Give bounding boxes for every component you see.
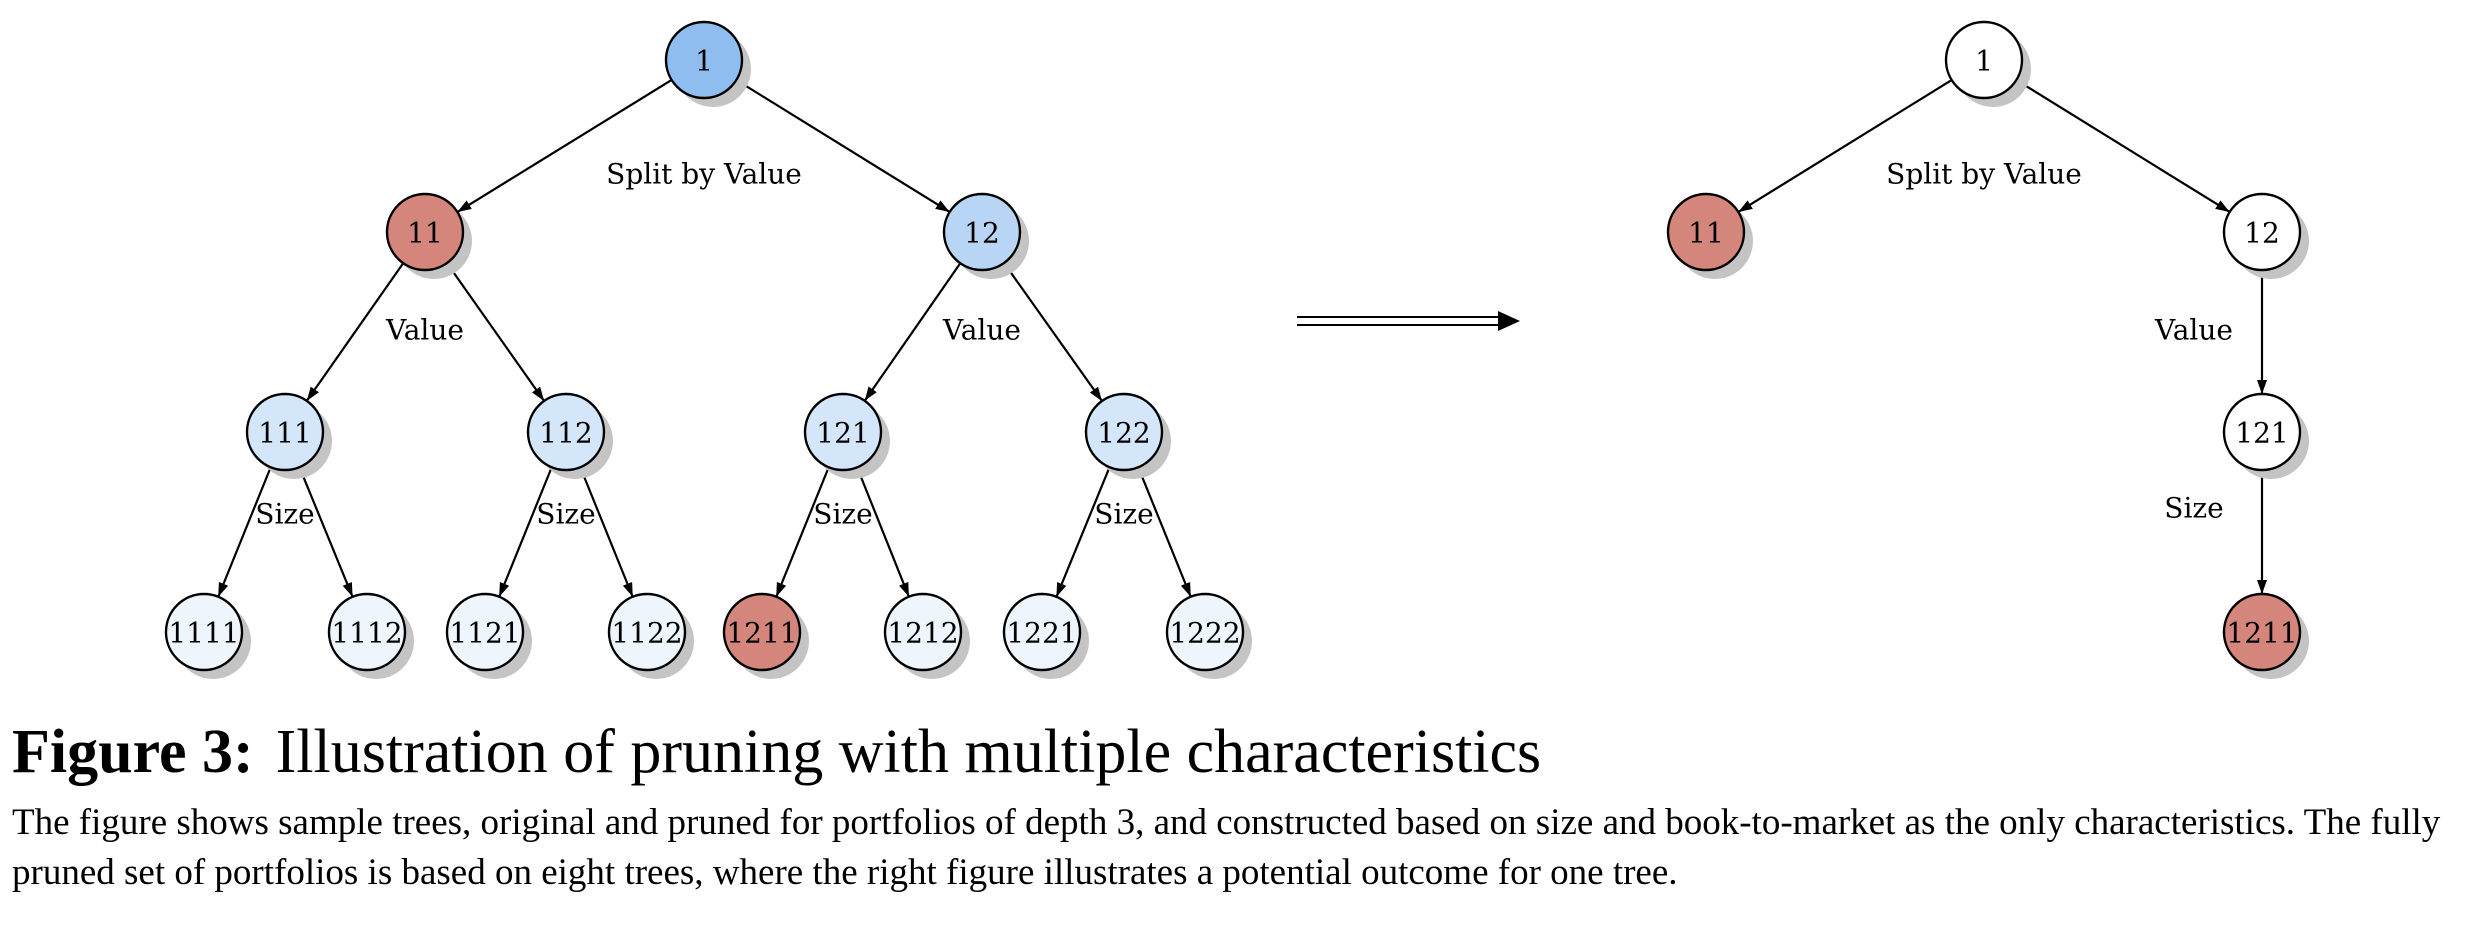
node-label: 1222 bbox=[1169, 617, 1240, 650]
node-label: 1122 bbox=[611, 617, 682, 650]
edge-label-pruned-split-root: Split by Value bbox=[1886, 158, 2082, 191]
node-label: 1 bbox=[1975, 45, 1993, 78]
edge-original-12-122 bbox=[1003, 263, 1103, 402]
node-label: 121 bbox=[2235, 417, 2288, 450]
edge-original-111-1112 bbox=[298, 467, 354, 597]
node-original-12: 12 bbox=[942, 192, 1029, 279]
prune-arrow bbox=[1297, 311, 1520, 331]
edge-label-original-size-121: Size bbox=[813, 498, 872, 531]
node-label: 12 bbox=[2244, 217, 2280, 250]
node-original-1222: 1222 bbox=[1165, 592, 1252, 679]
node-label: 1112 bbox=[331, 617, 402, 650]
caption-title: Illustration of pruning with multiple ch… bbox=[275, 718, 1542, 786]
node-pruned-1211: 1211 bbox=[2222, 592, 2309, 679]
caption-label: Figure 3: bbox=[12, 718, 254, 786]
edge-original-1-12 bbox=[736, 79, 950, 213]
edge-label-original-size-122: Size bbox=[1094, 498, 1153, 531]
node-original-1112: 1112 bbox=[327, 592, 414, 679]
node-pruned-12: 12 bbox=[2222, 192, 2309, 279]
edge-pruned-1-12 bbox=[2016, 79, 2230, 213]
edge-label-original-split-root: Split by Value bbox=[606, 158, 802, 191]
node-label: 122 bbox=[1097, 417, 1150, 450]
edge-label-original-size-112: Size bbox=[536, 498, 595, 531]
node-original-1121: 1121 bbox=[445, 592, 532, 679]
edge-original-11-112 bbox=[446, 263, 545, 401]
edge-original-121-1212 bbox=[856, 467, 910, 597]
edge-pruned-1-11 bbox=[1738, 79, 1952, 213]
edge-original-1-11 bbox=[457, 79, 672, 213]
node-original-1111: 1111 bbox=[164, 592, 251, 679]
edge-label-pruned-value-12: Value bbox=[2154, 314, 2233, 347]
node-original-1: 1 bbox=[664, 20, 751, 107]
node-label: 1212 bbox=[887, 617, 958, 650]
edge-original-122-1221 bbox=[1055, 467, 1111, 597]
node-label: 1111 bbox=[168, 617, 239, 650]
node-original-1122: 1122 bbox=[607, 592, 694, 679]
node-original-1211: 1211 bbox=[722, 592, 809, 679]
edge-original-112-1122 bbox=[579, 467, 634, 597]
caption-title-line: Figure 3: Illustration of pruning with mu… bbox=[12, 716, 2462, 788]
edge-original-111-1111 bbox=[217, 467, 272, 597]
edge-label-original-value-12: Value bbox=[942, 314, 1021, 347]
edge-original-121-1211 bbox=[775, 467, 830, 597]
edge-original-12-121 bbox=[864, 263, 961, 401]
node-label: 1211 bbox=[726, 617, 797, 650]
node-original-1221: 1221 bbox=[1002, 592, 1089, 679]
node-label: 11 bbox=[407, 217, 443, 250]
node-original-111: 111 bbox=[245, 392, 332, 479]
edge-label-original-value-11: Value bbox=[385, 314, 464, 347]
node-original-1212: 1212 bbox=[883, 592, 970, 679]
caption-text: The figure shows sample trees, original … bbox=[12, 802, 2441, 893]
node-label: 1121 bbox=[449, 617, 520, 650]
edge-label-pruned-size-121: Size bbox=[2164, 492, 2223, 525]
figure-caption: Figure 3: Illustration of pruning with mu… bbox=[12, 716, 2462, 898]
node-pruned-11: 11 bbox=[1666, 192, 1753, 279]
node-label: 121 bbox=[816, 417, 869, 450]
node-label: 112 bbox=[539, 417, 592, 450]
edge-label-original-size-111: Size bbox=[255, 498, 314, 531]
node-label: 1221 bbox=[1006, 617, 1077, 650]
edge-original-112-1121 bbox=[498, 467, 553, 597]
node-pruned-1: 1 bbox=[1944, 20, 2031, 107]
node-label: 11 bbox=[1688, 217, 1724, 250]
node-label: 12 bbox=[964, 217, 1000, 250]
edge-original-122-1222 bbox=[1137, 467, 1192, 597]
node-label: 111 bbox=[258, 417, 311, 450]
node-original-11: 11 bbox=[385, 192, 472, 279]
node-label: 1211 bbox=[2226, 617, 2297, 650]
edges bbox=[217, 79, 2267, 597]
node-pruned-121: 121 bbox=[2222, 392, 2309, 479]
node-label: 1 bbox=[695, 45, 713, 78]
node-original-122: 122 bbox=[1084, 392, 1171, 479]
edge-original-11-111 bbox=[306, 263, 404, 401]
node-original-112: 112 bbox=[526, 392, 613, 479]
node-original-121: 121 bbox=[803, 392, 890, 479]
